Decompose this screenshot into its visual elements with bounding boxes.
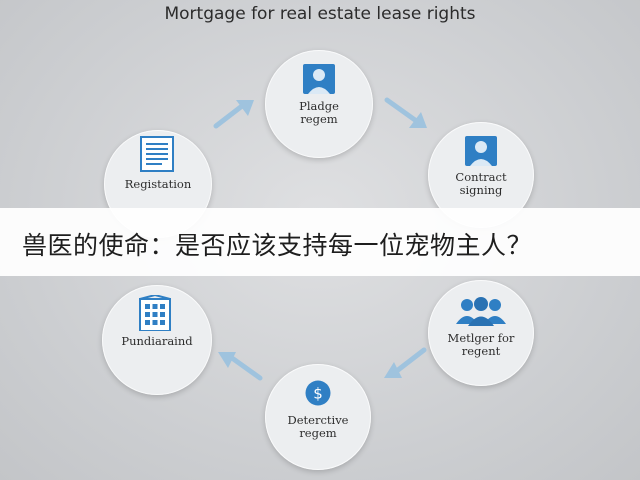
node-label: Contract signing [455, 170, 507, 197]
group-icon [456, 297, 506, 326]
node-detective-regem: $ Deterctive regem [265, 364, 371, 470]
node-label: Metlger for regent [447, 331, 515, 358]
person-icon [303, 64, 335, 94]
person-icon [465, 136, 497, 166]
node-label: Pundiaraind [121, 334, 193, 348]
banner-text: 兽医的使命：是否应该支持每一位宠物主人？ [22, 231, 533, 260]
diagram-title: Mortgage for real estate lease rights [164, 4, 476, 24]
arrow-merger-to-detective [384, 347, 427, 378]
node-label: Deterctive regem [287, 413, 349, 440]
node-pledge: Pladge regem [265, 50, 373, 158]
node-merger-for-regent: Metlger for regent [428, 280, 534, 386]
arrow-detective-to-foundation [218, 352, 263, 381]
node-label: Registation [124, 177, 192, 191]
dollar-icon: $ [305, 380, 331, 406]
arrow-pledge-to-contract [384, 97, 427, 128]
building-icon [139, 295, 171, 331]
node-foundation: Pundiaraind [102, 285, 212, 395]
svg-text:$: $ [313, 385, 323, 403]
node-label: Pladge regem [299, 99, 339, 126]
caption-banner: 兽医的使命：是否应该支持每一位宠物主人？ [0, 208, 640, 276]
document-icon [140, 136, 174, 172]
arrow-registration-to-pledge [213, 100, 254, 129]
